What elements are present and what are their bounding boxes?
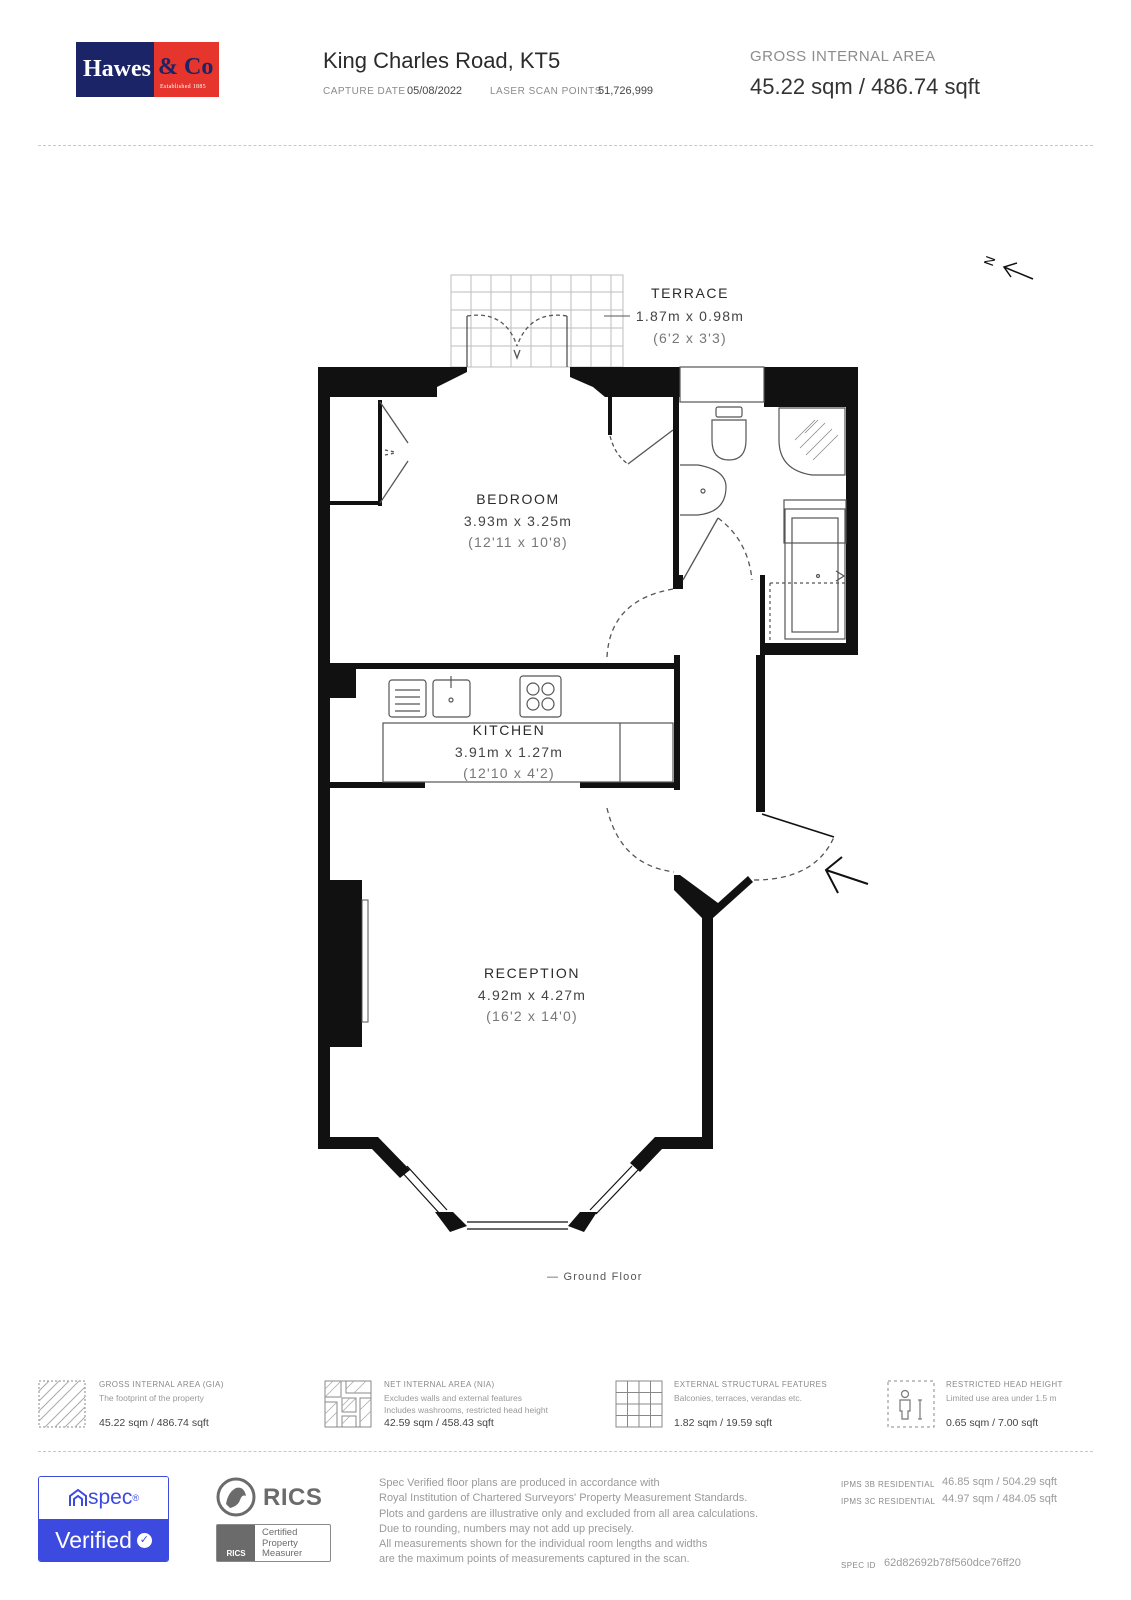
- spec-id-label: SPEC ID: [841, 1561, 876, 1570]
- legend-nia-title: NET INTERNAL AREA (NIA): [384, 1380, 495, 1389]
- terrace-doors: [466, 314, 568, 367]
- room-terrace-name: TERRACE: [651, 285, 729, 301]
- rics-wordmark: RICS: [263, 1484, 323, 1511]
- header-divider: [38, 145, 1093, 146]
- gia-value: 45.22 sqm / 486.74 sqft: [750, 74, 980, 99]
- person-height-icon: [887, 1380, 935, 1428]
- rics-cert-line-2: Property: [262, 1537, 298, 1549]
- brand-logo: Hawes & Co Established 1885: [76, 42, 219, 97]
- walls: [318, 367, 858, 1232]
- spec-trademark: ®: [132, 1493, 139, 1503]
- hob-icon: [519, 675, 562, 718]
- disclaimer-line: Spec Verified floor plans are produced i…: [379, 1477, 660, 1489]
- legend-divider: [38, 1451, 1093, 1452]
- capture-date-label: CAPTURE DATE: [323, 86, 406, 97]
- ipms-3c-value: 44.97 sqm / 484.05 sqft: [942, 1493, 1057, 1505]
- compass-letter: N: [982, 254, 999, 268]
- check-icon: ✓: [136, 1532, 152, 1548]
- ipms-3b-label: IPMS 3B RESIDENTIAL: [841, 1480, 935, 1489]
- spec-verified-badge: spec® Verified ✓: [38, 1476, 169, 1562]
- legend-external-value: 1.82 sqm / 19.59 sqft: [674, 1417, 773, 1429]
- hall-doors: [606, 517, 753, 873]
- disclaimer-line: Due to rounding, numbers may not add up …: [379, 1522, 634, 1535]
- laser-points-label: LASER SCAN POINTS: [490, 86, 602, 97]
- entrance-door: [753, 813, 835, 881]
- room-reception-imperial: (16'2 x 14'0): [486, 1008, 578, 1024]
- spec-id: 62d82692b78f560dce76ff20: [884, 1557, 1021, 1569]
- legend-restricted-desc: Limited use area under 1.5 m: [946, 1393, 1057, 1403]
- bathroom-fixtures: [679, 366, 847, 640]
- gia-label: GROSS INTERNAL AREA: [750, 48, 936, 65]
- capture-date: 05/08/2022: [407, 85, 463, 97]
- rics-cert-line-3: Measurer: [262, 1548, 303, 1559]
- room-reception-name: RECEPTION: [484, 965, 580, 981]
- legend-nia-desc-1: Excludes walls and external features: [384, 1393, 522, 1403]
- page-title: King Charles Road, KT5: [323, 48, 561, 73]
- legend-gia-desc: The footprint of the property: [99, 1393, 204, 1403]
- grid-icon: [615, 1380, 663, 1428]
- north-arrow-icon: N: [982, 254, 1034, 280]
- room-bedroom-name: BEDROOM: [476, 491, 560, 507]
- nia-pattern-icon: [324, 1380, 372, 1428]
- legend-external-desc: Balconies, terraces, verandas etc.: [674, 1393, 803, 1403]
- room-kitchen-name: KITCHEN: [473, 722, 546, 738]
- room-reception-metric: 4.92m x 4.27m: [478, 987, 586, 1003]
- terrace-grid: [450, 274, 624, 368]
- rics-cert-line-1: Certified: [262, 1527, 298, 1538]
- rics-small-logo: RICS: [217, 1525, 255, 1561]
- spec-word: spec: [88, 1486, 133, 1509]
- hearth: [361, 899, 369, 1023]
- room-kitchen-imperial: (12'10 x 4'2): [463, 765, 555, 781]
- legend-restricted-value: 0.65 sqm / 7.00 sqft: [946, 1417, 1039, 1429]
- verified-label: Verified: [55, 1526, 132, 1553]
- entrance-arrow-icon: [824, 856, 869, 894]
- floor-plan: N TER: [318, 254, 1034, 1232]
- disclaimer-line: Royal Institution of Chartered Surveyors…: [379, 1492, 748, 1505]
- disclaimer-line: Plots and gardens are illustrative only …: [379, 1507, 759, 1520]
- room-terrace-metric: 1.87m x 0.98m: [636, 308, 744, 324]
- room-bedroom-metric: 3.93m x 3.25m: [464, 513, 572, 529]
- legend-nia-desc-2: Includes washrooms, restricted head heig…: [384, 1405, 548, 1415]
- brand-name-right: & Co: [158, 54, 214, 80]
- kitchen-units: [382, 675, 674, 783]
- legend-gia-value: 45.22 sqm / 486.74 sqft: [99, 1417, 209, 1429]
- rics-lion-icon: [216, 1477, 256, 1517]
- room-terrace-imperial: (6'2 x 3'3): [653, 330, 727, 346]
- room-kitchen-metric: 3.91m x 1.27m: [455, 744, 563, 760]
- bay-windows: [399, 1165, 639, 1230]
- rics-certified-box: RICS Certified Property Measurer: [216, 1524, 331, 1562]
- wardrobe-doors: [330, 400, 409, 506]
- house-icon: [69, 1488, 87, 1506]
- brand-name-left: Hawes: [76, 42, 154, 97]
- disclaimer: Spec Verified floor plans are produced i…: [379, 1476, 819, 1568]
- legend-restricted-title: RESTRICTED HEAD HEIGHT: [946, 1380, 1063, 1389]
- ipms-3b-value: 46.85 sqm / 504.29 sqft: [942, 1476, 1057, 1488]
- legend-external-title: EXTERNAL STRUCTURAL FEATURES: [674, 1380, 828, 1389]
- legend-gia-title: GROSS INTERNAL AREA (GIA): [99, 1380, 224, 1389]
- gia-hatch-icon: [38, 1380, 86, 1428]
- room-bedroom-imperial: (12'11 x 10'8): [468, 534, 568, 550]
- brand-established: Established 1885: [160, 84, 206, 90]
- laser-points: 51,726,999: [598, 85, 654, 97]
- ipms-3c-label: IPMS 3C RESIDENTIAL: [841, 1497, 936, 1506]
- disclaimer-line: All measurements shown for the individua…: [379, 1538, 708, 1551]
- floor-label: — Ground Floor: [547, 1271, 643, 1283]
- legend-nia-value: 42.59 sqm / 458.43 sqft: [384, 1417, 494, 1429]
- bedroom-side-door: [608, 397, 674, 465]
- drainer-icon: [388, 679, 427, 718]
- disclaimer-line: are the maximum points of measurements c…: [379, 1553, 690, 1566]
